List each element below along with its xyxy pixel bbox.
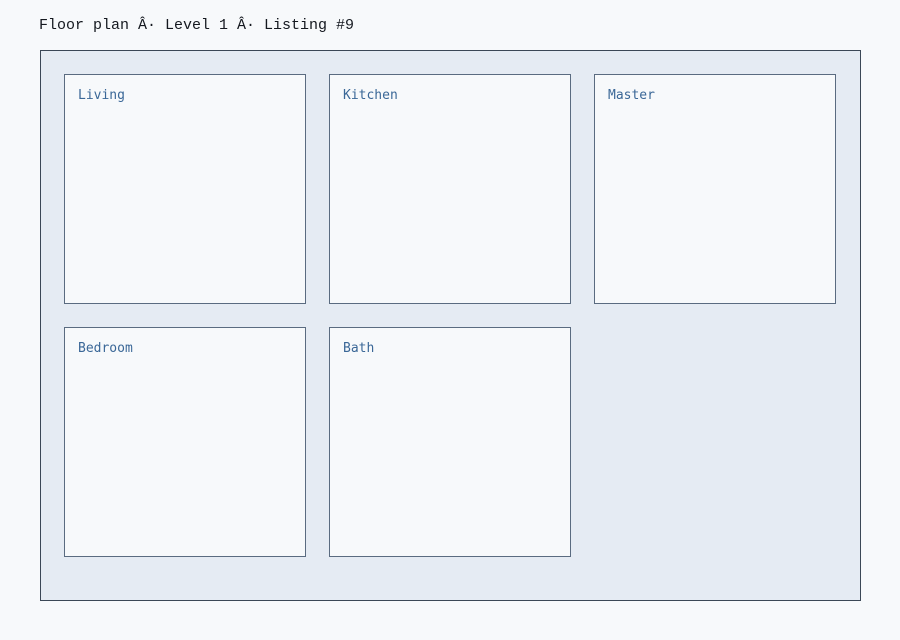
room-living[interactable]: Living — [64, 74, 306, 304]
room-label: Master — [608, 88, 655, 103]
room-bedroom[interactable]: Bedroom — [64, 327, 306, 557]
room-label: Living — [78, 88, 125, 103]
room-label: Bath — [343, 341, 375, 356]
room-kitchen[interactable]: Kitchen — [329, 74, 571, 304]
room-master[interactable]: Master — [594, 74, 836, 304]
room-label: Kitchen — [343, 88, 398, 103]
room-label: Bedroom — [78, 341, 133, 356]
room-bath[interactable]: Bath — [329, 327, 571, 557]
page-title: Floor plan Â· Level 1 Â· Listing #9 — [39, 17, 355, 34]
floor-plan: Living Kitchen Master Bedroom Bath — [40, 50, 861, 601]
